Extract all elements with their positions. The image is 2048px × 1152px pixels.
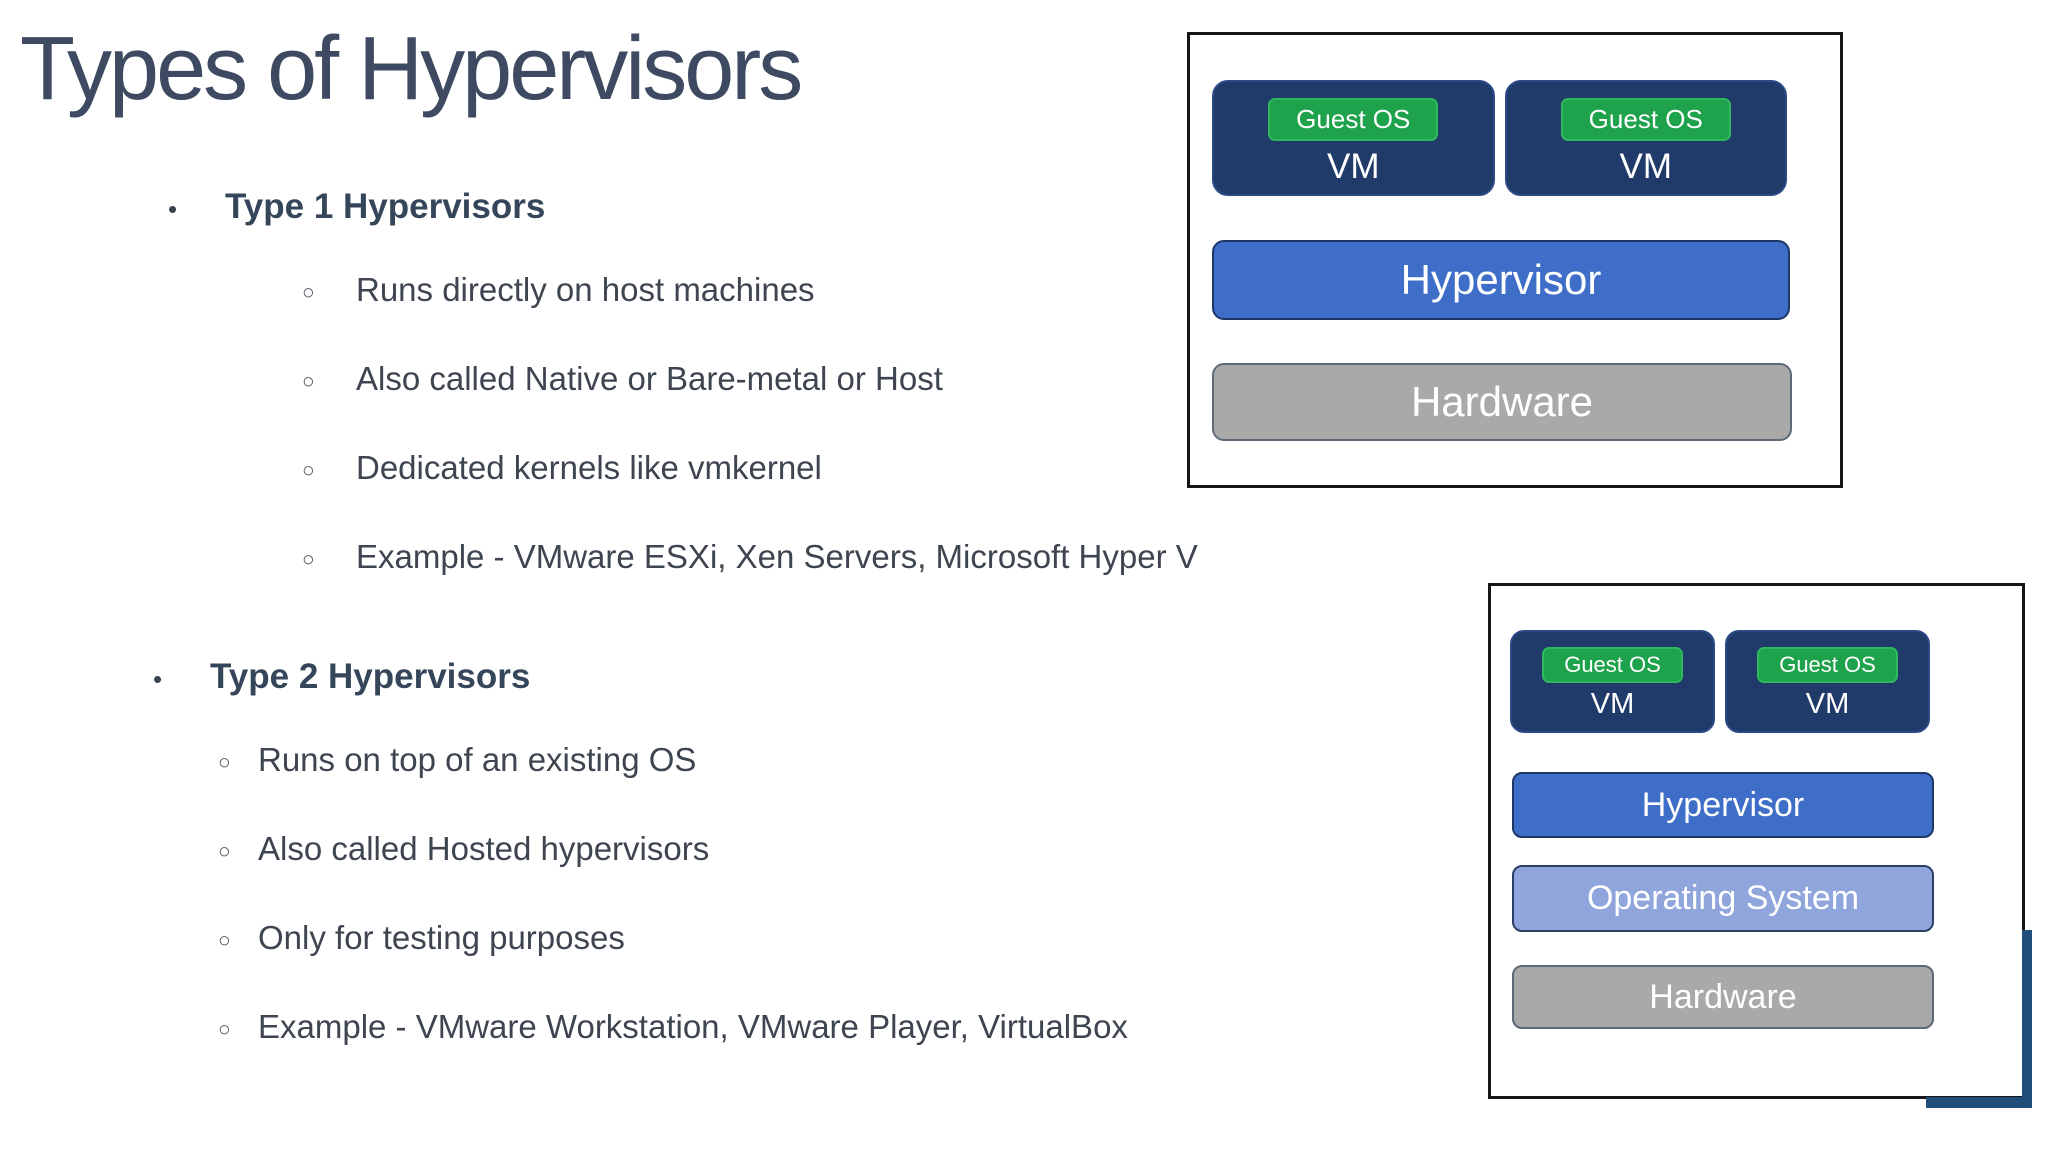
- vm-row: Guest OS VM Guest OS VM: [1212, 80, 1787, 196]
- vm-box: Guest OS VM: [1725, 630, 1930, 733]
- bullet-circle-icon: ○: [302, 370, 315, 393]
- bullet-text: Dedicated kernels like vmkernel: [356, 449, 822, 486]
- guest-os-badge: Guest OS: [1542, 647, 1683, 683]
- bullet-circle-icon: ○: [218, 929, 231, 952]
- hypervisor-layer: Hypervisor: [1212, 240, 1790, 320]
- list-item: ○ Runs on top of an existing OS: [218, 743, 1128, 782]
- hardware-layer: Hardware: [1212, 363, 1792, 441]
- guest-os-badge: Guest OS: [1757, 647, 1898, 683]
- bullet-circle-icon: ○: [302, 548, 315, 571]
- list-item: ○ Only for testing purposes: [218, 921, 1128, 960]
- bullet-text: Also called Hosted hypervisors: [258, 830, 710, 867]
- bullet-list: ○ Runs directly on host machines ○ Also …: [168, 273, 1198, 579]
- section-heading: Type 1 Hypervisors: [225, 187, 546, 226]
- bullet-text: Also called Native or Bare-metal or Host: [356, 360, 943, 397]
- bullet-circle-icon: ○: [302, 281, 315, 304]
- vm-row: Guest OS VM Guest OS VM: [1510, 630, 1930, 733]
- bullet-text: Runs directly on host machines: [356, 271, 815, 308]
- bullet-text: Only for testing purposes: [258, 919, 625, 956]
- list-item: ○ Dedicated kernels like vmkernel: [302, 451, 1198, 490]
- list-item: ○ Example - VMware Workstation, VMware P…: [218, 1010, 1128, 1049]
- bullet-text: Example - VMware ESXi, Xen Servers, Micr…: [356, 538, 1198, 575]
- bullet-dot-icon: •: [153, 664, 163, 694]
- type2-hypervisor-diagram: Guest OS VM Guest OS VM Hypervisor Opera…: [1488, 583, 2025, 1099]
- bullet-text: Example - VMware Workstation, VMware Pla…: [258, 1008, 1128, 1045]
- bullet-circle-icon: ○: [218, 840, 231, 863]
- list-item: ○ Runs directly on host machines: [302, 273, 1198, 312]
- section-heading-row: • Type 2 Hypervisors: [153, 657, 1128, 696]
- corner-accent-vertical: [2022, 930, 2032, 1108]
- corner-accent-horizontal: [1926, 1097, 2032, 1108]
- vm-label: VM: [1619, 147, 1673, 186]
- section-type2-hypervisors: • Type 2 Hypervisors ○ Runs on top of an…: [153, 657, 1128, 1099]
- type1-hypervisor-diagram: Guest OS VM Guest OS VM Hypervisor Hardw…: [1187, 32, 1843, 488]
- page-title: Types of Hypervisors: [20, 19, 803, 119]
- bullet-circle-icon: ○: [218, 751, 231, 774]
- vm-box: Guest OS VM: [1510, 630, 1715, 733]
- bullet-circle-icon: ○: [218, 1018, 231, 1041]
- section-type1-hypervisors: • Type 1 Hypervisors ○ Runs directly on …: [168, 187, 1198, 629]
- vm-box: Guest OS VM: [1212, 80, 1495, 196]
- hypervisor-layer: Hypervisor: [1512, 772, 1934, 838]
- guest-os-badge: Guest OS: [1560, 98, 1731, 141]
- vm-box: Guest OS VM: [1504, 80, 1787, 196]
- list-item: ○ Example - VMware ESXi, Xen Servers, Mi…: [302, 540, 1198, 579]
- vm-label: VM: [1590, 688, 1635, 720]
- guest-os-badge: Guest OS: [1268, 98, 1439, 141]
- section-heading: Type 2 Hypervisors: [210, 657, 531, 696]
- bullet-dot-icon: •: [168, 194, 178, 224]
- hardware-layer: Hardware: [1512, 965, 1934, 1029]
- bullet-list: ○ Runs on top of an existing OS ○ Also c…: [153, 743, 1128, 1049]
- bullet-text: Runs on top of an existing OS: [258, 741, 697, 778]
- list-item: ○ Also called Hosted hypervisors: [218, 832, 1128, 871]
- list-item: ○ Also called Native or Bare-metal or Ho…: [302, 362, 1198, 401]
- vm-label: VM: [1327, 147, 1380, 186]
- operating-system-layer: Operating System: [1512, 865, 1934, 932]
- section-heading-row: • Type 1 Hypervisors: [168, 187, 1198, 226]
- bullet-circle-icon: ○: [302, 459, 315, 482]
- vm-label: VM: [1805, 688, 1850, 720]
